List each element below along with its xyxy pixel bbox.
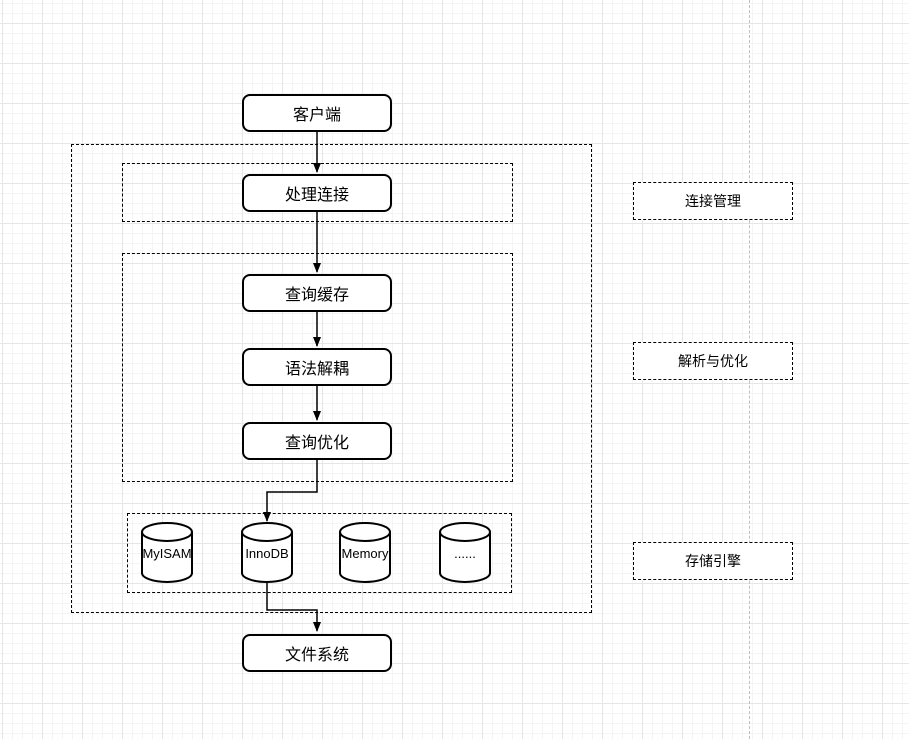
node-handle-connection[interactable]: 处理连接 (242, 174, 392, 212)
mysql-server-frame[interactable] (71, 144, 592, 613)
engine-memory-label: Memory (341, 546, 389, 561)
engine-innodb-label: InnoDB (245, 546, 289, 561)
engine-myisam[interactable]: MyISAM (141, 522, 193, 583)
stage-label-parse-and-optimize-text: 解析与优化 (678, 353, 748, 369)
node-query-optimize-label: 查询优化 (284, 435, 349, 452)
stage-label-connection-management-text: 连接管理 (685, 193, 741, 209)
node-query-optimize[interactable]: 查询优化 (242, 422, 392, 460)
engine-memory[interactable]: Memory (339, 522, 391, 583)
node-file-system-label: 文件系统 (284, 647, 349, 664)
cylinder-icon (141, 522, 193, 583)
node-client[interactable]: 客户端 (242, 94, 392, 132)
stage-label-storage-engine[interactable]: 存储引擎 (633, 542, 793, 580)
engine-others[interactable]: ...... (439, 522, 491, 583)
engine-others-label: ...... (454, 546, 476, 561)
node-query-cache-label: 查询缓存 (284, 287, 349, 304)
node-syntax-decouple[interactable]: 语法解耦 (242, 348, 392, 386)
cylinder-icon (241, 522, 293, 583)
node-file-system[interactable]: 文件系统 (242, 634, 392, 672)
connector-innodb-to-file-system[interactable] (266, 583, 321, 632)
node-client-label: 客户端 (292, 107, 341, 124)
engine-innodb[interactable]: InnoDB (241, 522, 293, 583)
stage-label-connection-management[interactable]: 连接管理 (633, 182, 793, 220)
node-handle-connection-label: 处理连接 (284, 187, 349, 204)
stage-label-storage-engine-text: 存储引擎 (685, 553, 741, 569)
connector-query-optimize-to-innodb[interactable] (263, 460, 318, 522)
node-query-cache[interactable]: 查询缓存 (242, 274, 392, 312)
engine-myisam-label: MyISAM (142, 546, 192, 561)
cylinder-icon (439, 522, 491, 583)
cylinder-icon (339, 522, 391, 583)
stage-label-parse-and-optimize[interactable]: 解析与优化 (633, 342, 793, 380)
storage-engine-group-frame[interactable] (127, 513, 512, 593)
node-syntax-decouple-label: 语法解耦 (284, 361, 349, 378)
